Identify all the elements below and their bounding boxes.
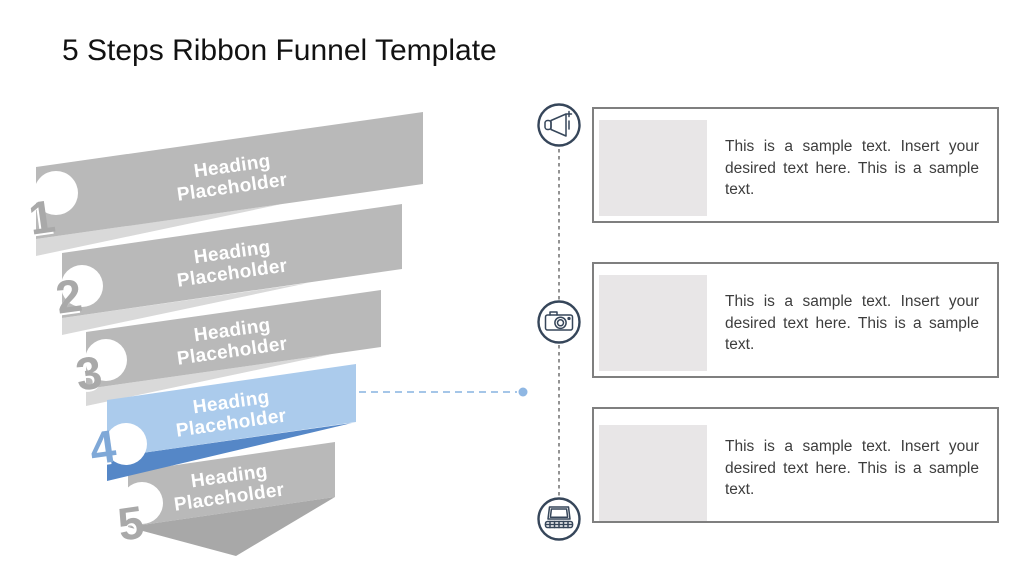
funnel-step-5[interactable]: 5 Heading Placeholder (114, 442, 335, 556)
ribbon-fold (62, 283, 308, 335)
highlight-connector (359, 387, 528, 397)
slide-title[interactable]: 5 Steps Ribbon Funnel Template (62, 34, 497, 67)
camera-icon[interactable] (537, 300, 581, 344)
image-placeholder[interactable] (599, 275, 707, 371)
sample-text[interactable]: This is a sample text. Insert your desir… (725, 293, 979, 353)
laptop-glyph (544, 506, 574, 529)
funnel-step-2[interactable]: 2 Heading Placeholder (52, 204, 402, 335)
funnel-step-4-highlighted[interactable]: 4 Heading Placeholder (86, 364, 356, 481)
text-card-1[interactable]: This is a sample text. Insert your desir… (592, 107, 999, 223)
ribbon-curl (34, 171, 78, 215)
sample-text[interactable]: This is a sample text. Insert your desir… (725, 138, 979, 198)
megaphone-icon[interactable] (537, 103, 581, 147)
ribbon-curl (105, 423, 147, 465)
camera-glyph (544, 311, 574, 331)
sample-text[interactable]: This is a sample text. Insert your desir… (725, 438, 979, 498)
ribbon-band[interactable] (107, 364, 356, 458)
funnel-step-3[interactable]: 3 Heading Placeholder (72, 290, 381, 406)
funnel-spout (128, 497, 335, 556)
ribbon-band[interactable] (36, 112, 423, 239)
ribbon-curl (121, 482, 163, 524)
timeline (537, 103, 581, 541)
ribbon-fold (86, 354, 332, 406)
ribbon-fold-blue (107, 423, 352, 481)
text-card-2[interactable]: This is a sample text. Insert your desir… (592, 262, 999, 378)
ribbon-curl (85, 339, 127, 381)
megaphone-glyph (544, 110, 573, 137)
connector-dot (518, 387, 528, 397)
image-placeholder[interactable] (599, 120, 707, 216)
image-placeholder[interactable] (599, 425, 707, 521)
ribbon-band[interactable] (86, 290, 381, 389)
text-card-3[interactable]: This is a sample text. Insert your desir… (592, 407, 999, 523)
ribbon-fold (36, 204, 282, 256)
icon-badge-circle (537, 300, 581, 344)
funnel-step-1[interactable]: 1 Heading Placeholder (25, 112, 423, 256)
ribbon-band[interactable] (62, 204, 402, 318)
ribbon-curl (61, 265, 103, 307)
laptop-icon[interactable] (537, 497, 581, 541)
ribbon-band[interactable] (128, 442, 335, 527)
